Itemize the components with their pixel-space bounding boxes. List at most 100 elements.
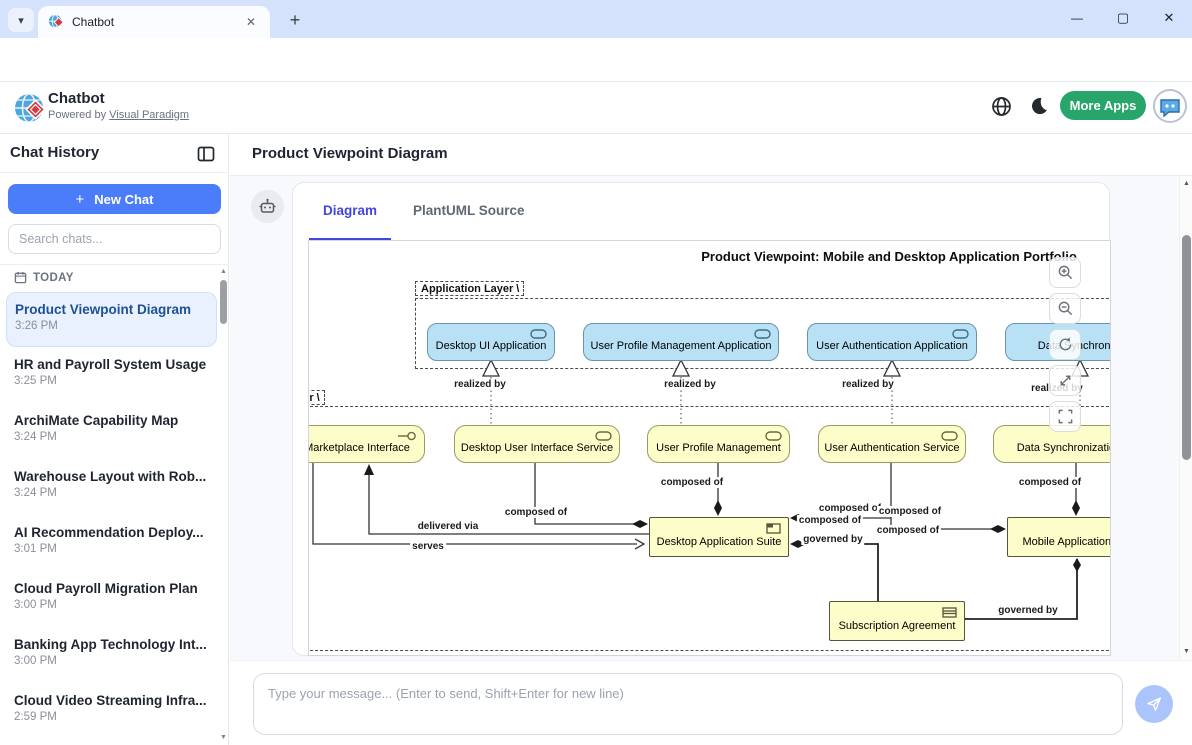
visual-paradigm-link[interactable]: Visual Paradigm bbox=[109, 109, 190, 121]
app-component-icon bbox=[754, 329, 771, 339]
zoom-out-button[interactable] bbox=[1049, 293, 1081, 324]
language-globe-icon[interactable] bbox=[991, 96, 1012, 117]
application-layer-label: Application Layer bbox=[415, 281, 525, 296]
chat-item-title: Warehouse Layout with Rob... bbox=[14, 469, 207, 484]
new-chat-label: New Chat bbox=[94, 191, 154, 207]
send-paper-plane-icon bbox=[1147, 697, 1162, 712]
scroll-up-icon[interactable]: ▲ bbox=[1183, 180, 1190, 187]
robot-icon bbox=[259, 198, 276, 213]
zoom-reset-button[interactable] bbox=[1049, 329, 1081, 360]
main-scrollbar[interactable]: ▲ ▼ bbox=[1179, 176, 1192, 662]
diagram-canvas[interactable]: Product Viewpoint: Mobile and Desktop Ap… bbox=[308, 240, 1111, 656]
window-close-button[interactable]: ✕ bbox=[1163, 10, 1175, 25]
node-label: Subscription Agreement bbox=[838, 620, 956, 632]
chat-item-time: 3:01 PM bbox=[14, 543, 57, 555]
fit-view-button[interactable] bbox=[1049, 365, 1081, 396]
edge-label: realized by bbox=[840, 379, 896, 390]
node-label: Mobile Application S bbox=[1022, 536, 1111, 548]
today-section-header: TODAY bbox=[14, 271, 74, 284]
message-input-bar bbox=[230, 660, 1192, 745]
interface-lollipop-icon bbox=[398, 431, 416, 441]
node-label: User Authentication Application bbox=[816, 340, 968, 352]
edge-label: composed of bbox=[658, 477, 726, 488]
scroll-up-icon[interactable]: ▲ bbox=[220, 268, 227, 275]
chat-item-time: 3:00 PM bbox=[14, 599, 57, 611]
scroll-down-icon[interactable]: ▼ bbox=[220, 734, 227, 741]
tab-title: Chatbot bbox=[72, 15, 115, 29]
browser-tabstrip: ▾ Chatbot ✕ + — ▢ ✕ bbox=[0, 0, 1192, 38]
search-chats-input[interactable] bbox=[8, 224, 221, 254]
edge-label: composed of bbox=[796, 515, 864, 526]
bot-avatar bbox=[251, 190, 284, 223]
tab-diagram[interactable]: Diagram bbox=[309, 183, 392, 240]
chat-item[interactable]: Warehouse Layout with Rob...3:24 PM bbox=[6, 460, 217, 515]
sidebar-chat-history: Chat History + New Chat TODAY Product Vie… bbox=[0, 134, 229, 745]
chat-item[interactable]: Banking App Technology Int...3:00 PM bbox=[6, 628, 217, 683]
scroll-down-icon[interactable]: ▼ bbox=[1183, 648, 1190, 655]
app-component-icon bbox=[530, 329, 547, 339]
product-icon bbox=[766, 523, 781, 534]
chat-item-time: 2:59 PM bbox=[14, 711, 57, 723]
window-maximize-button[interactable]: ▢ bbox=[1116, 10, 1130, 25]
zoom-in-button[interactable] bbox=[1049, 257, 1081, 288]
scrollbar-thumb[interactable] bbox=[220, 280, 227, 324]
service-icon bbox=[765, 431, 782, 441]
tab-plantuml-source[interactable]: PlantUML Source bbox=[413, 203, 525, 218]
browser-tab[interactable]: Chatbot ✕ bbox=[38, 6, 270, 38]
chat-item-title: HR and Payroll System Usage bbox=[14, 357, 207, 372]
edge-label: governed by bbox=[996, 605, 1060, 616]
node-label: Desktop UI Application bbox=[435, 340, 547, 352]
lower-layer-label: ayer bbox=[309, 390, 325, 405]
send-button[interactable] bbox=[1135, 685, 1173, 723]
chat-item-time: 3:26 PM bbox=[15, 320, 58, 332]
page-title: Product Viewpoint Diagram bbox=[252, 145, 448, 162]
node-label: Data Synchronization bbox=[1016, 442, 1111, 454]
chat-item-title: Product Viewpoint Diagram bbox=[15, 302, 192, 317]
diagram-node-contract: Subscription Agreement bbox=[829, 601, 965, 641]
favicon-visual-paradigm bbox=[48, 14, 64, 28]
sidebar-title: Chat History bbox=[10, 144, 100, 161]
scrollbar-thumb[interactable] bbox=[1182, 235, 1191, 460]
chat-widget-icon[interactable] bbox=[1152, 88, 1188, 124]
edge-label: governed by bbox=[801, 534, 865, 545]
calendar-icon bbox=[14, 271, 27, 284]
diagram-node-service: Data Synchronization bbox=[993, 425, 1111, 463]
main-panel: Product Viewpoint Diagram Diagram PlantU… bbox=[230, 134, 1192, 745]
more-apps-button[interactable]: More Apps bbox=[1060, 91, 1146, 120]
tab-search-button[interactable]: ▾ bbox=[8, 8, 34, 32]
plus-icon: + bbox=[75, 190, 85, 208]
chat-item-selected[interactable]: Product Viewpoint Diagram 3:26 PM bbox=[6, 292, 217, 347]
node-label: Marketplace Interface bbox=[308, 442, 410, 454]
diagram-node-app-component: Desktop UI Application bbox=[427, 323, 555, 361]
diagram-node-service: User Authentication Service bbox=[818, 425, 966, 463]
chat-item-time: 3:24 PM bbox=[14, 431, 57, 443]
sidebar-scrollbar[interactable]: ▲ ▼ bbox=[219, 266, 228, 745]
today-label: TODAY bbox=[33, 271, 74, 284]
message-textarea[interactable] bbox=[254, 674, 1122, 734]
diagram-node-service: User Profile Management bbox=[647, 425, 790, 463]
node-label: Desktop User Interface Service bbox=[460, 442, 614, 454]
diagram-message-card: Diagram PlantUML Source Product Viewpoin… bbox=[292, 182, 1111, 656]
contract-icon bbox=[942, 607, 957, 618]
fullscreen-button[interactable] bbox=[1049, 401, 1081, 432]
tab-close-icon[interactable]: ✕ bbox=[245, 15, 257, 29]
chat-item[interactable]: Cloud Video Streaming Infra...2:59 PM bbox=[6, 684, 217, 739]
edge-label: composed of bbox=[816, 503, 884, 514]
dark-mode-moon-icon[interactable] bbox=[1029, 96, 1049, 116]
window-minimize-button[interactable]: — bbox=[1071, 11, 1083, 25]
diagram-node-product: Desktop Application Suite bbox=[649, 517, 789, 557]
edge-label: composed of bbox=[1016, 477, 1084, 488]
message-input-box[interactable] bbox=[253, 673, 1123, 735]
new-tab-button[interactable]: + bbox=[289, 9, 301, 30]
sidebar-collapse-icon[interactable] bbox=[197, 145, 215, 163]
chat-item[interactable]: AI Recommendation Deploy...3:01 PM bbox=[6, 516, 217, 571]
node-label: User Authentication Service bbox=[824, 442, 960, 454]
diagram-title: Product Viewpoint: Mobile and Desktop Ap… bbox=[701, 249, 1077, 264]
new-chat-button[interactable]: + New Chat bbox=[8, 184, 221, 214]
service-icon bbox=[941, 431, 958, 441]
diagram-node-service: Marketplace Interface bbox=[308, 425, 425, 463]
edge-label: composed of bbox=[876, 506, 944, 517]
